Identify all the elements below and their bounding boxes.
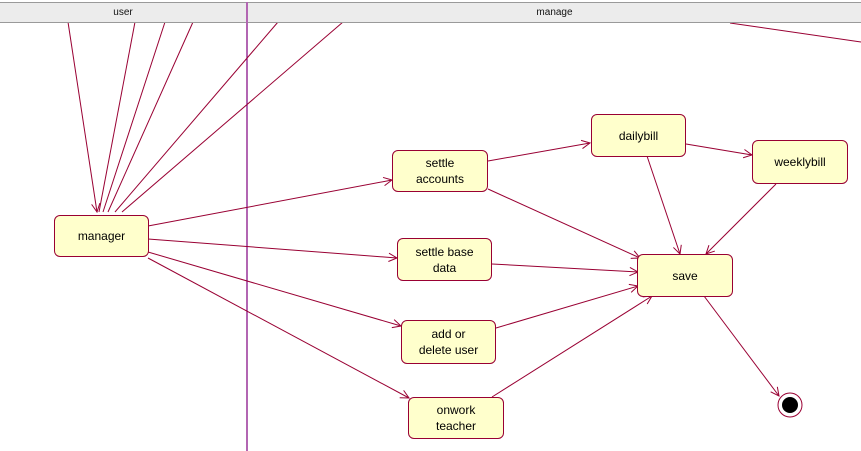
manager-to-add-delete-user [147,251,401,326]
transitions [147,143,779,398]
swimlane-header-manage: manage [248,2,861,23]
transition-line [729,22,861,43]
state-weeklybill[interactable]: weeklybill [752,140,848,184]
add-delete-user-to-save [495,286,638,329]
transition-line [98,21,136,213]
state-dailybill[interactable]: dailybill [591,114,686,157]
onwork-teacher-to-save [491,296,652,398]
state-onwork-teacher[interactable]: onwork teacher [408,397,504,439]
swimlane-header-user: user [0,2,246,23]
state-save[interactable]: save [637,254,733,297]
dailybill-to-weeklybill [685,143,752,155]
transition-line [67,21,97,212]
settle-accounts-to-dailybill [487,143,590,162]
manager-to-settle-accounts [147,180,392,227]
incoming-transitions [67,21,861,213]
state-settle-accounts[interactable]: settle accounts [392,150,488,192]
settle-accounts-to-save [487,188,640,258]
manager-to-onwork-teacher [147,257,409,398]
transition-line [102,21,166,213]
dailybill-to-save [646,155,680,254]
state-manager[interactable]: manager [54,215,149,257]
state-settle-base-data[interactable]: settle base data [397,238,492,281]
manager-to-settle-base-data [147,238,397,258]
weeklybill-to-save [706,183,777,254]
transition-line [114,21,279,213]
save-to-final [703,295,779,396]
transition-line [121,21,344,213]
transition-line [107,21,194,213]
state-add-or-delete-user[interactable]: add or delete user [401,320,496,364]
final-state[interactable] [777,392,803,418]
settle-base-data-to-save [491,263,638,272]
